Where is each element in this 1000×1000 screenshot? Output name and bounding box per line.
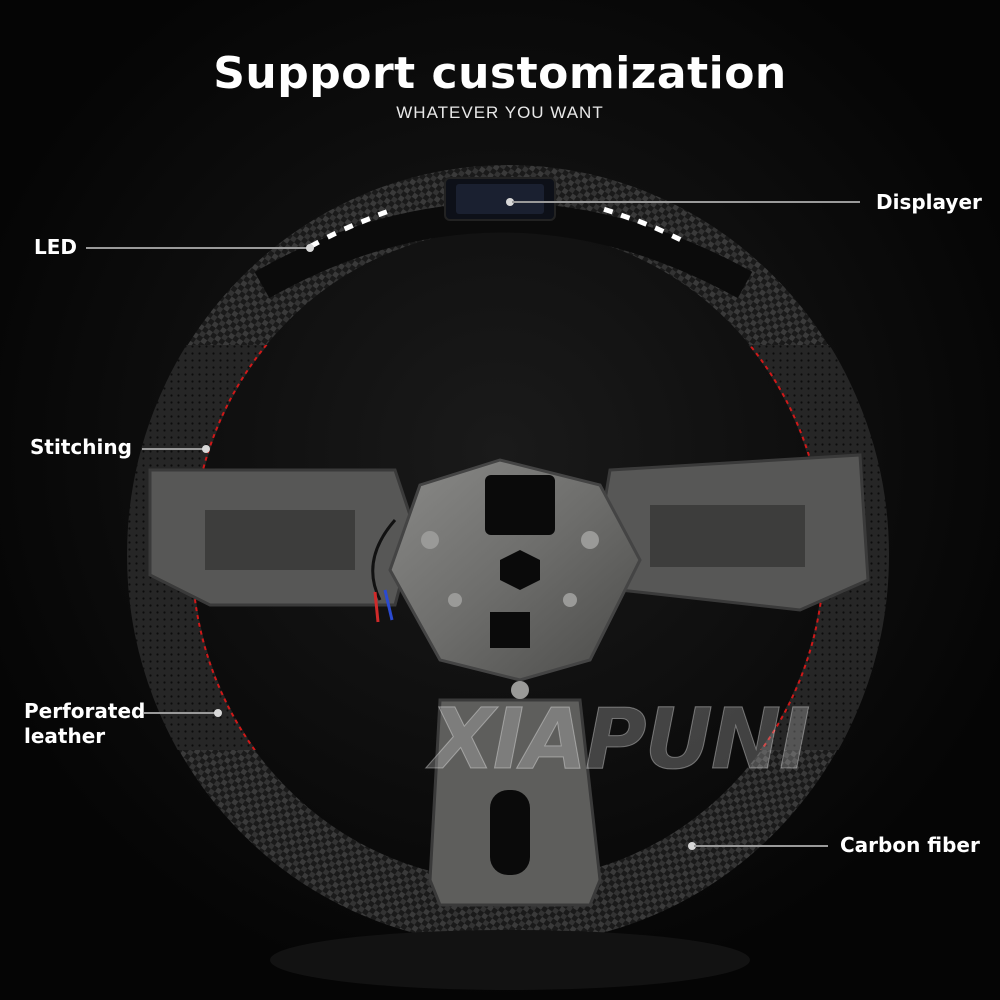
callout-stitching: Stitching [30,435,132,459]
page-subtitle: WHATEVER YOU WANT [396,103,604,122]
leader-dot-stitching [202,445,210,453]
page-title: Support customization [213,48,787,99]
callout-led: LED [34,235,78,259]
leader-dot-led [306,244,314,252]
callout-perforated-leather: Perforated leather [24,699,145,749]
callout-perforated-line2: leather [24,724,106,748]
leader-line-carbon [694,845,828,847]
leader-line-displayer [512,201,860,203]
callout-perforated-line1: Perforated [24,699,146,723]
leader-line-led [86,247,308,249]
callout-displayer: Displayer [876,190,982,214]
brand-watermark: XIAPUNI [430,690,811,789]
leader-line-stitching [142,448,204,450]
leader-dot-displayer [506,198,514,206]
callout-carbon-fiber: Carbon fiber [840,833,980,857]
leader-line-perforated [144,712,216,714]
leader-dot-perforated [214,709,222,717]
leader-dot-carbon [688,842,696,850]
